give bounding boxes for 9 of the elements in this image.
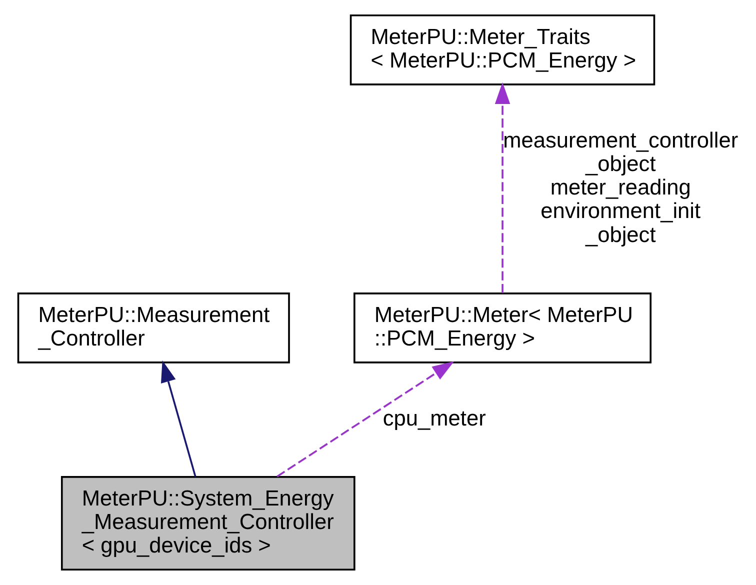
arrow — [276, 361, 454, 478]
edge-label: cpu_meter — [382, 405, 486, 430]
node-box: MeterPU::Meter< MeterPU ::PCM_Energy > — [353, 292, 652, 364]
node-box: MeterPU::System_Energy _Measurement_Controller < gpu_device_ids > — [60, 476, 355, 570]
edge-label: measurement_controller _object meter_reading environment_init _object — [502, 127, 738, 247]
node-box: MeterPU::Meter_Traits < MeterPU::PCM_Energy > — [349, 14, 655, 86]
node-box: MeterPU::Measurement _Controller — [16, 292, 290, 364]
arrow — [494, 82, 510, 294]
arrow — [160, 360, 196, 477]
